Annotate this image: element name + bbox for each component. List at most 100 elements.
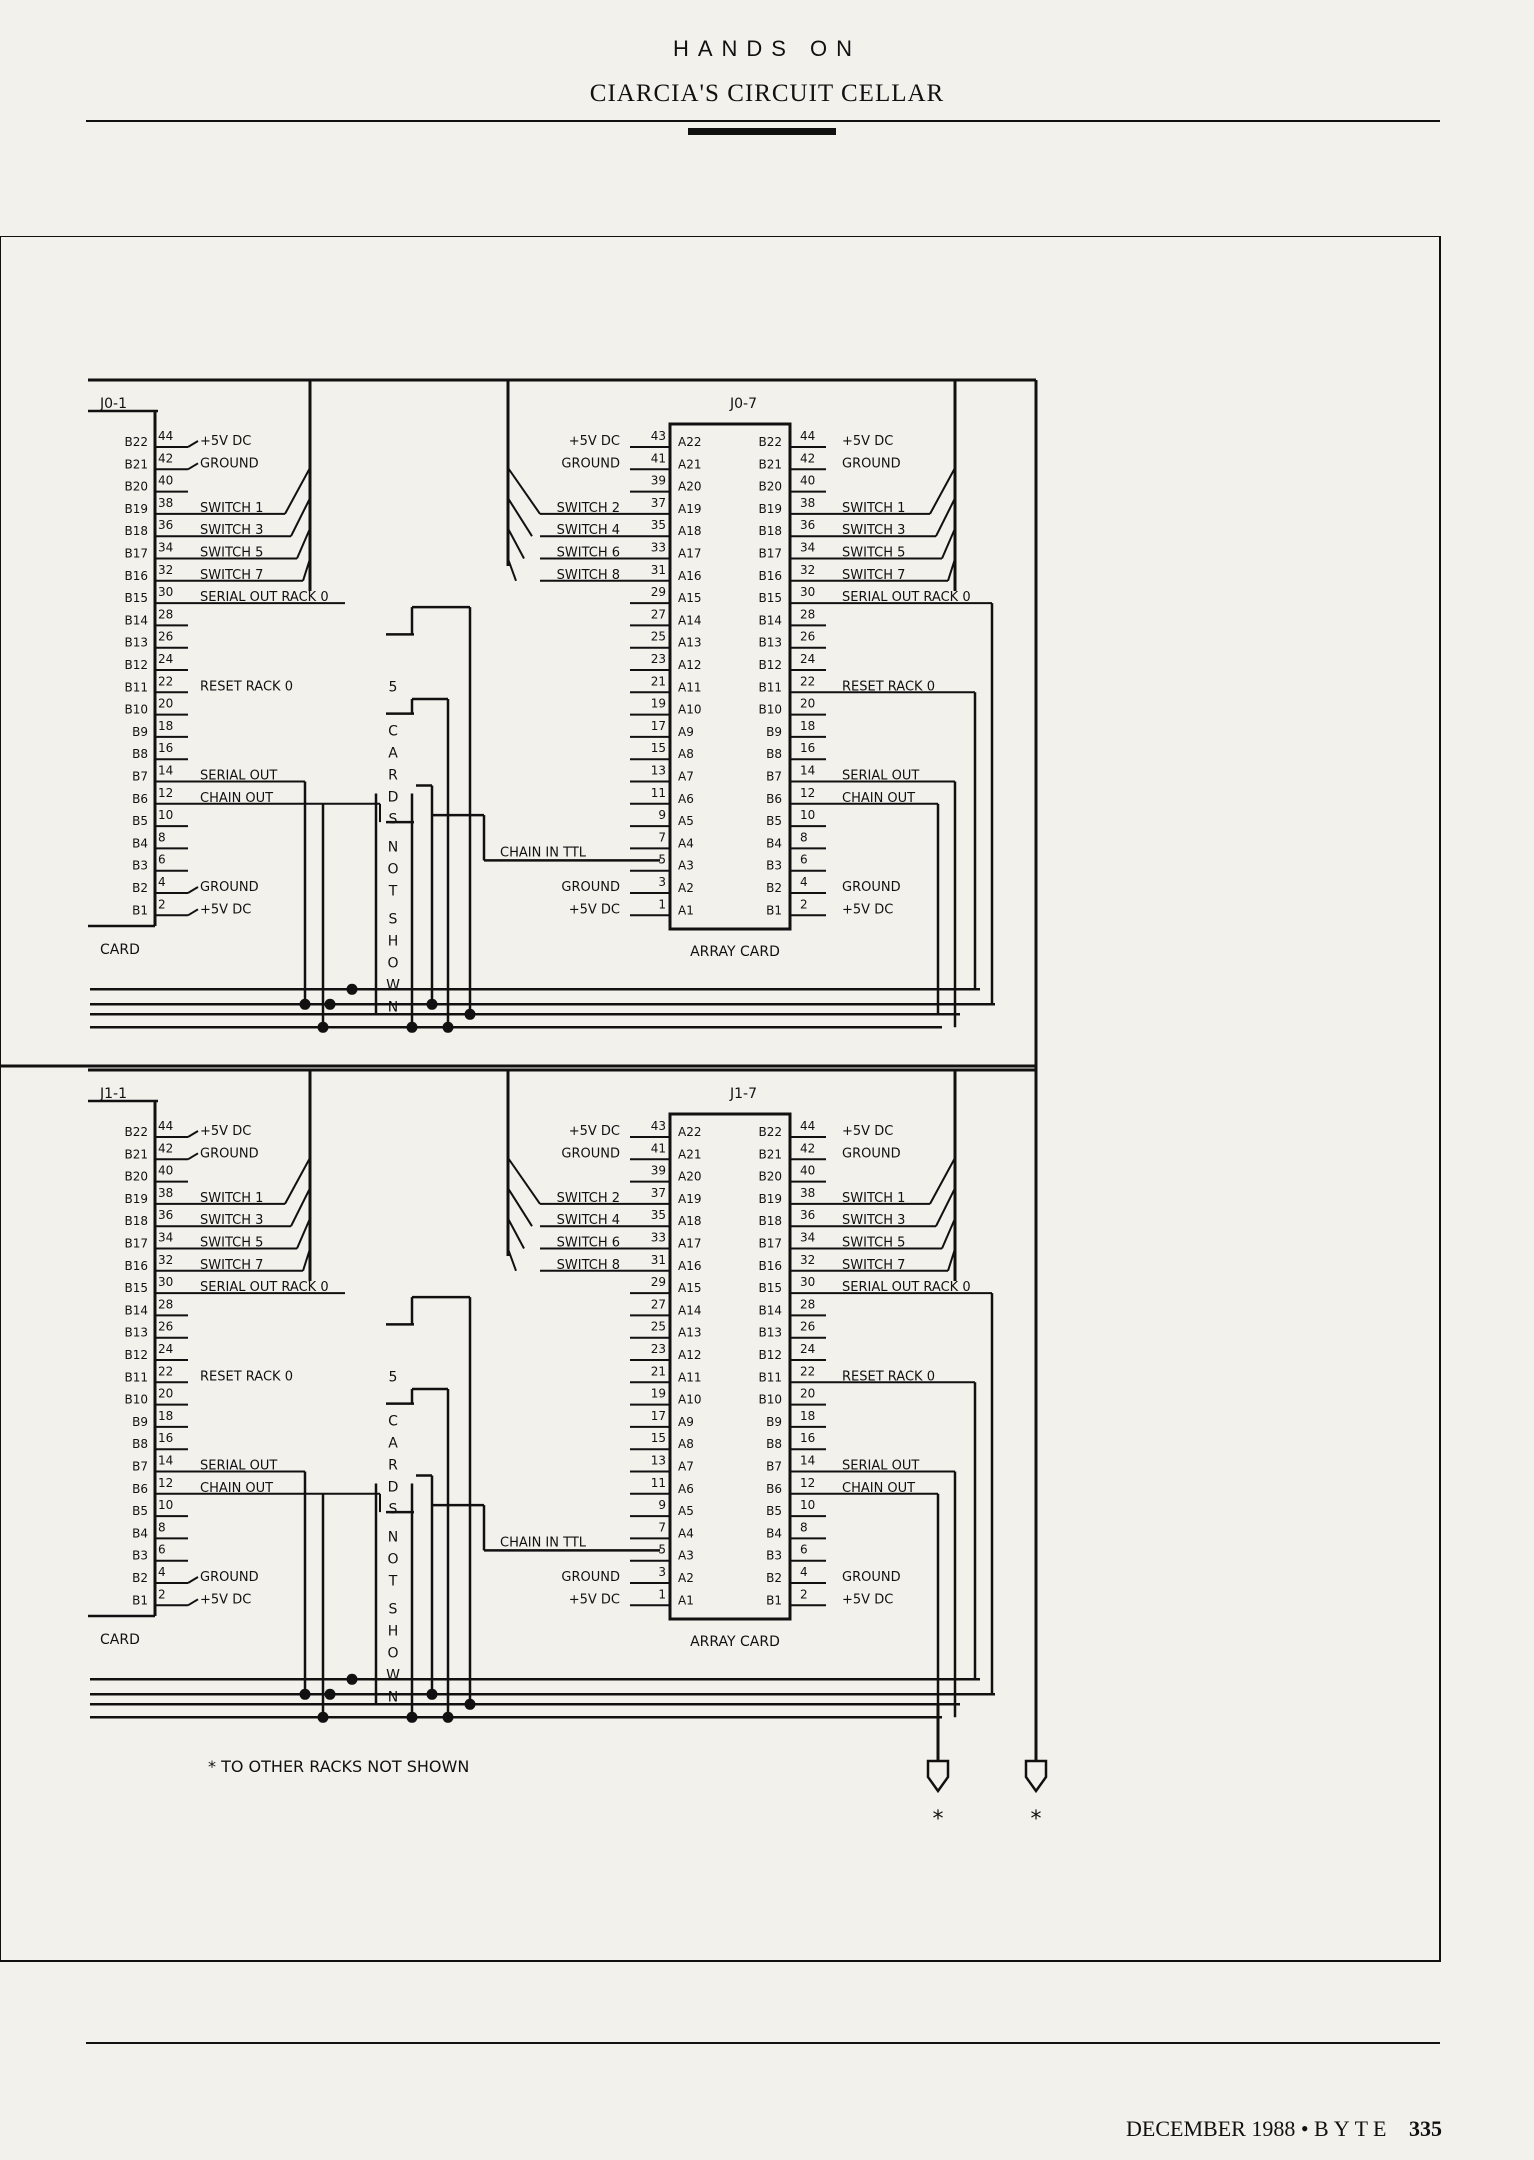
pin-number: 40 (158, 1164, 173, 1178)
b-pin-label: B16 (758, 569, 782, 583)
b-pin-label: B18 (124, 524, 148, 538)
a-pin-label: A11 (678, 680, 701, 694)
signal-label: RESET RACK 0 (842, 1369, 935, 1384)
signal-lead (187, 1130, 199, 1138)
signal-label: SERIAL OUT RACK 0 (200, 1280, 329, 1295)
b-pin-label: B16 (124, 569, 148, 583)
left-connector-label: J0-1 (99, 396, 127, 412)
pin-number: 41 (651, 451, 666, 465)
vertical-caption-letter: O (387, 955, 398, 971)
signal-label: +5V DC (842, 902, 893, 917)
vertical-caption-letter: S (389, 811, 398, 827)
pin-number: 6 (158, 1543, 166, 1557)
signal-label: RESET RACK 0 (200, 679, 293, 694)
chain-in-label: CHAIN IN TTL (500, 845, 587, 860)
pin-number: 32 (800, 563, 815, 577)
signal-label: SWITCH 2 (557, 1191, 620, 1206)
vertical-caption-letter: N (388, 999, 398, 1015)
pin-number: 10 (800, 1498, 815, 1512)
b-pin-label: B15 (124, 1281, 148, 1295)
signal-label: SWITCH 7 (200, 1258, 263, 1273)
pin-number: 10 (800, 808, 815, 822)
pin-number: 38 (800, 496, 815, 510)
signal-label: SWITCH 1 (842, 501, 905, 516)
pin-number: 30 (800, 585, 815, 599)
signal-label: CHAIN OUT (200, 791, 273, 806)
footer-rule (86, 2042, 1440, 2044)
signal-label: SWITCH 1 (200, 501, 263, 516)
b-pin-label: B10 (124, 1393, 148, 1407)
pin-number: 2 (800, 897, 808, 911)
pin-number: 26 (800, 1320, 815, 1334)
b-pin-label: B9 (132, 725, 148, 739)
pin-number: 8 (800, 830, 808, 844)
signal-label: SWITCH 5 (200, 1236, 263, 1251)
b-pin-label: B17 (124, 1237, 148, 1251)
signal-label: SERIAL OUT RACK 0 (842, 590, 971, 605)
signal-lead (187, 1598, 199, 1607)
b-pin-label: B5 (132, 1504, 148, 1518)
pin-number: 29 (651, 1275, 666, 1289)
pin-number: 17 (651, 719, 666, 733)
b-pin-label: B1 (766, 903, 782, 917)
pin-number: 16 (158, 741, 173, 755)
signal-label: SWITCH 3 (842, 1213, 905, 1228)
vertical-caption-letter: D (388, 789, 399, 805)
b-pin-label: B1 (132, 1593, 148, 1607)
signal-label: CHAIN OUT (842, 791, 915, 806)
pin-number: 2 (158, 1587, 166, 1601)
switch-wire (284, 1157, 311, 1205)
footnote: * TO OTHER RACKS NOT SHOWN (208, 1757, 469, 1776)
b-pin-label: B2 (132, 881, 148, 895)
pin-number: 38 (158, 1186, 173, 1200)
vertical-caption-letter: D (388, 1479, 399, 1495)
pin-number: 4 (158, 1565, 166, 1579)
b-pin-label: B13 (758, 1326, 782, 1340)
chain-in-label: CHAIN IN TTL (500, 1535, 587, 1550)
pin-number: 32 (158, 563, 173, 577)
vertical-caption-letter: H (388, 1623, 399, 1639)
switch-wire (507, 1218, 525, 1249)
pin-number: 18 (800, 1409, 815, 1423)
signal-label: GROUND (200, 456, 259, 471)
down-arrow (926, 1759, 950, 1794)
b-pin-label: B2 (132, 1571, 148, 1585)
b-pin-label: B18 (758, 524, 782, 538)
pin-number: 37 (651, 1186, 666, 1200)
pin-number: 36 (158, 1208, 173, 1222)
b-pin-label: B20 (758, 1170, 782, 1184)
signal-label: GROUND (842, 456, 901, 471)
array-card-label: ARRAY CARD (690, 1634, 780, 1650)
b-pin-label: B11 (124, 1370, 148, 1384)
pin-number: 30 (158, 1275, 173, 1289)
switch-wire (284, 467, 311, 515)
vertical-caption-letter: N (388, 839, 398, 855)
a-pin-label: A21 (678, 1147, 701, 1161)
b-pin-label: B21 (758, 1147, 782, 1161)
vertical-caption-letter: A (388, 1435, 398, 1451)
array-card-label: ARRAY CARD (690, 944, 780, 960)
signal-label: GROUND (200, 880, 259, 895)
pin-number: 7 (658, 830, 666, 844)
left-connector-label: J1-1 (99, 1086, 127, 1102)
signal-label: GROUND (842, 1570, 901, 1585)
pin-number: 33 (651, 541, 666, 555)
pin-number: 8 (158, 830, 166, 844)
a-pin-label: A12 (678, 1348, 701, 1362)
pin-number: 36 (158, 518, 173, 532)
signal-lead (187, 440, 199, 448)
switch-wire (507, 558, 517, 582)
b-pin-label: B8 (132, 1437, 148, 1451)
pin-number: 18 (158, 1409, 173, 1423)
pin-number: 21 (651, 1364, 666, 1378)
pin-number: 16 (800, 1431, 815, 1445)
junction-dot (299, 1688, 311, 1700)
a-pin-label: A10 (678, 1393, 701, 1407)
switch-wire (302, 1248, 311, 1272)
b-pin-label: B1 (766, 1593, 782, 1607)
pin-number: 13 (651, 1454, 666, 1468)
junction-dot (442, 1021, 454, 1033)
signal-label: SERIAL OUT (200, 1459, 277, 1474)
pin-number: 16 (800, 741, 815, 755)
pin-number: 14 (800, 1454, 815, 1468)
